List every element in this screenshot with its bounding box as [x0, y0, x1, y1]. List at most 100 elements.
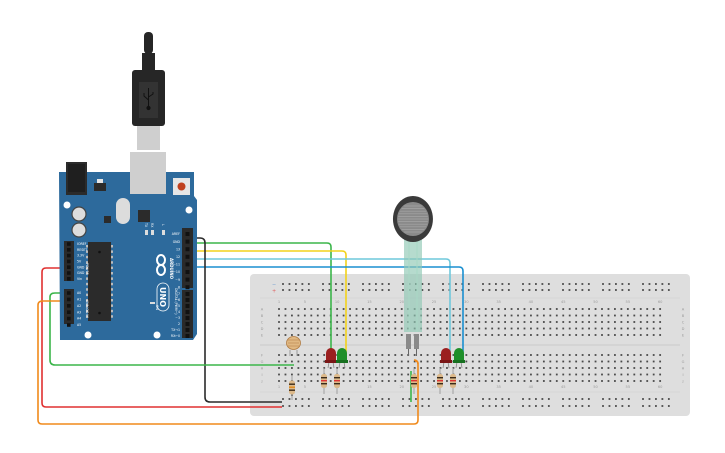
- rail-hole[interactable]: [562, 283, 564, 285]
- breadboard-hole[interactable]: [349, 373, 351, 376]
- breadboard-hole[interactable]: [523, 373, 526, 376]
- photoresistor[interactable]: [286, 336, 301, 357]
- breadboard-hole[interactable]: [381, 334, 384, 336]
- breadboard-hole[interactable]: [555, 380, 558, 382]
- breadboard-hole[interactable]: [394, 314, 397, 317]
- rail-hole[interactable]: [455, 289, 457, 291]
- breadboard-hole[interactable]: [316, 308, 319, 310]
- rail-hole[interactable]: [448, 398, 451, 400]
- breadboard-hole[interactable]: [594, 380, 597, 382]
- rail-hole[interactable]: [608, 289, 611, 291]
- breadboard-hole[interactable]: [536, 373, 539, 376]
- breadboard-hole[interactable]: [362, 327, 364, 330]
- rail-hole[interactable]: [667, 405, 670, 407]
- rail-hole[interactable]: [528, 398, 531, 400]
- rail-hole[interactable]: [587, 398, 590, 400]
- breadboard-hole[interactable]: [342, 380, 345, 382]
- breadboard-hole[interactable]: [362, 321, 364, 323]
- breadboard-hole[interactable]: [291, 334, 293, 336]
- breadboard-hole[interactable]: [400, 314, 403, 317]
- breadboard-hole[interactable]: [542, 327, 545, 330]
- rail-hole[interactable]: [482, 283, 484, 285]
- breadboard-hole[interactable]: [601, 380, 603, 382]
- breadboard-hole[interactable]: [420, 380, 423, 382]
- breadboard-hole[interactable]: [549, 373, 552, 376]
- rail-hole[interactable]: [415, 398, 417, 400]
- breadboard-hole[interactable]: [562, 360, 565, 363]
- rail-hole[interactable]: [322, 405, 324, 407]
- breadboard-hole[interactable]: [549, 360, 552, 363]
- breadboard-hole[interactable]: [478, 327, 481, 330]
- breadboard-hole[interactable]: [562, 380, 565, 382]
- breadboard-hole[interactable]: [523, 308, 526, 310]
- breadboard-hole[interactable]: [452, 327, 455, 330]
- breadboard-hole[interactable]: [381, 321, 384, 323]
- rail-hole[interactable]: [547, 289, 550, 291]
- rail-hole[interactable]: [307, 405, 310, 407]
- breadboard-hole[interactable]: [446, 380, 448, 382]
- rail-hole[interactable]: [667, 398, 670, 400]
- breadboard-hole[interactable]: [400, 373, 403, 376]
- resistor[interactable]: [437, 368, 443, 394]
- breadboard-hole[interactable]: [530, 360, 532, 363]
- rail-hole[interactable]: [642, 283, 644, 285]
- breadboard-hole[interactable]: [530, 354, 532, 356]
- breadboard-hole[interactable]: [510, 360, 513, 363]
- breadboard-hole[interactable]: [458, 321, 461, 323]
- breadboard-hole[interactable]: [284, 354, 287, 356]
- digital-pin[interactable]: [185, 270, 190, 274]
- rail-hole[interactable]: [621, 405, 624, 407]
- rail-hole[interactable]: [467, 405, 470, 407]
- analog-pin[interactable]: [67, 323, 71, 327]
- breadboard-hole[interactable]: [614, 367, 616, 369]
- digital-pin[interactable]: [185, 262, 190, 267]
- breadboard-hole[interactable]: [581, 360, 584, 363]
- rail-hole[interactable]: [575, 289, 577, 291]
- breadboard-hole[interactable]: [316, 380, 319, 382]
- breadboard-hole[interactable]: [639, 354, 642, 356]
- rail-hole[interactable]: [288, 289, 291, 291]
- breadboard-hole[interactable]: [633, 380, 636, 382]
- breadboard-hole[interactable]: [620, 334, 623, 336]
- breadboard-hole[interactable]: [614, 354, 616, 356]
- rail-hole[interactable]: [648, 283, 651, 285]
- breadboard-hole[interactable]: [568, 327, 571, 330]
- breadboard-hole[interactable]: [303, 327, 306, 330]
- breadboard-hole[interactable]: [426, 380, 429, 382]
- breadboard-hole[interactable]: [542, 314, 545, 317]
- digital-pin[interactable]: [185, 277, 190, 282]
- breadboard-hole[interactable]: [465, 354, 468, 356]
- breadboard-hole[interactable]: [620, 367, 623, 369]
- breadboard-hole[interactable]: [652, 354, 655, 356]
- breadboard-hole[interactable]: [491, 334, 494, 336]
- breadboard-hole[interactable]: [400, 308, 403, 310]
- rail-hole[interactable]: [568, 398, 571, 400]
- breadboard-hole[interactable]: [381, 360, 384, 363]
- breadboard-hole[interactable]: [517, 354, 519, 356]
- breadboard-hole[interactable]: [575, 327, 578, 330]
- breadboard-hole[interactable]: [368, 334, 371, 336]
- breadboard-hole[interactable]: [633, 314, 636, 317]
- breadboard-hole[interactable]: [620, 360, 623, 363]
- rail-hole[interactable]: [455, 398, 457, 400]
- breadboard-hole[interactable]: [303, 334, 306, 336]
- breadboard-hole[interactable]: [633, 308, 636, 310]
- breadboard-hole[interactable]: [568, 367, 571, 369]
- breadboard-hole[interactable]: [484, 373, 487, 376]
- breadboard-hole[interactable]: [465, 308, 468, 310]
- breadboard-hole[interactable]: [536, 360, 539, 363]
- breadboard-hole[interactable]: [284, 360, 287, 363]
- breadboard-hole[interactable]: [355, 334, 358, 336]
- breadboard-hole[interactable]: [504, 373, 506, 376]
- rail-hole[interactable]: [528, 405, 531, 407]
- breadboard-hole[interactable]: [646, 334, 649, 336]
- breadboard-hole[interactable]: [504, 367, 506, 369]
- breadboard-hole[interactable]: [581, 308, 584, 310]
- breadboard-hole[interactable]: [316, 321, 319, 323]
- breadboard-hole[interactable]: [549, 354, 552, 356]
- breadboard-hole[interactable]: [465, 373, 468, 376]
- breadboard-hole[interactable]: [323, 360, 326, 363]
- breadboard-hole[interactable]: [601, 334, 603, 336]
- breadboard-hole[interactable]: [555, 373, 558, 376]
- rail-hole[interactable]: [442, 289, 444, 291]
